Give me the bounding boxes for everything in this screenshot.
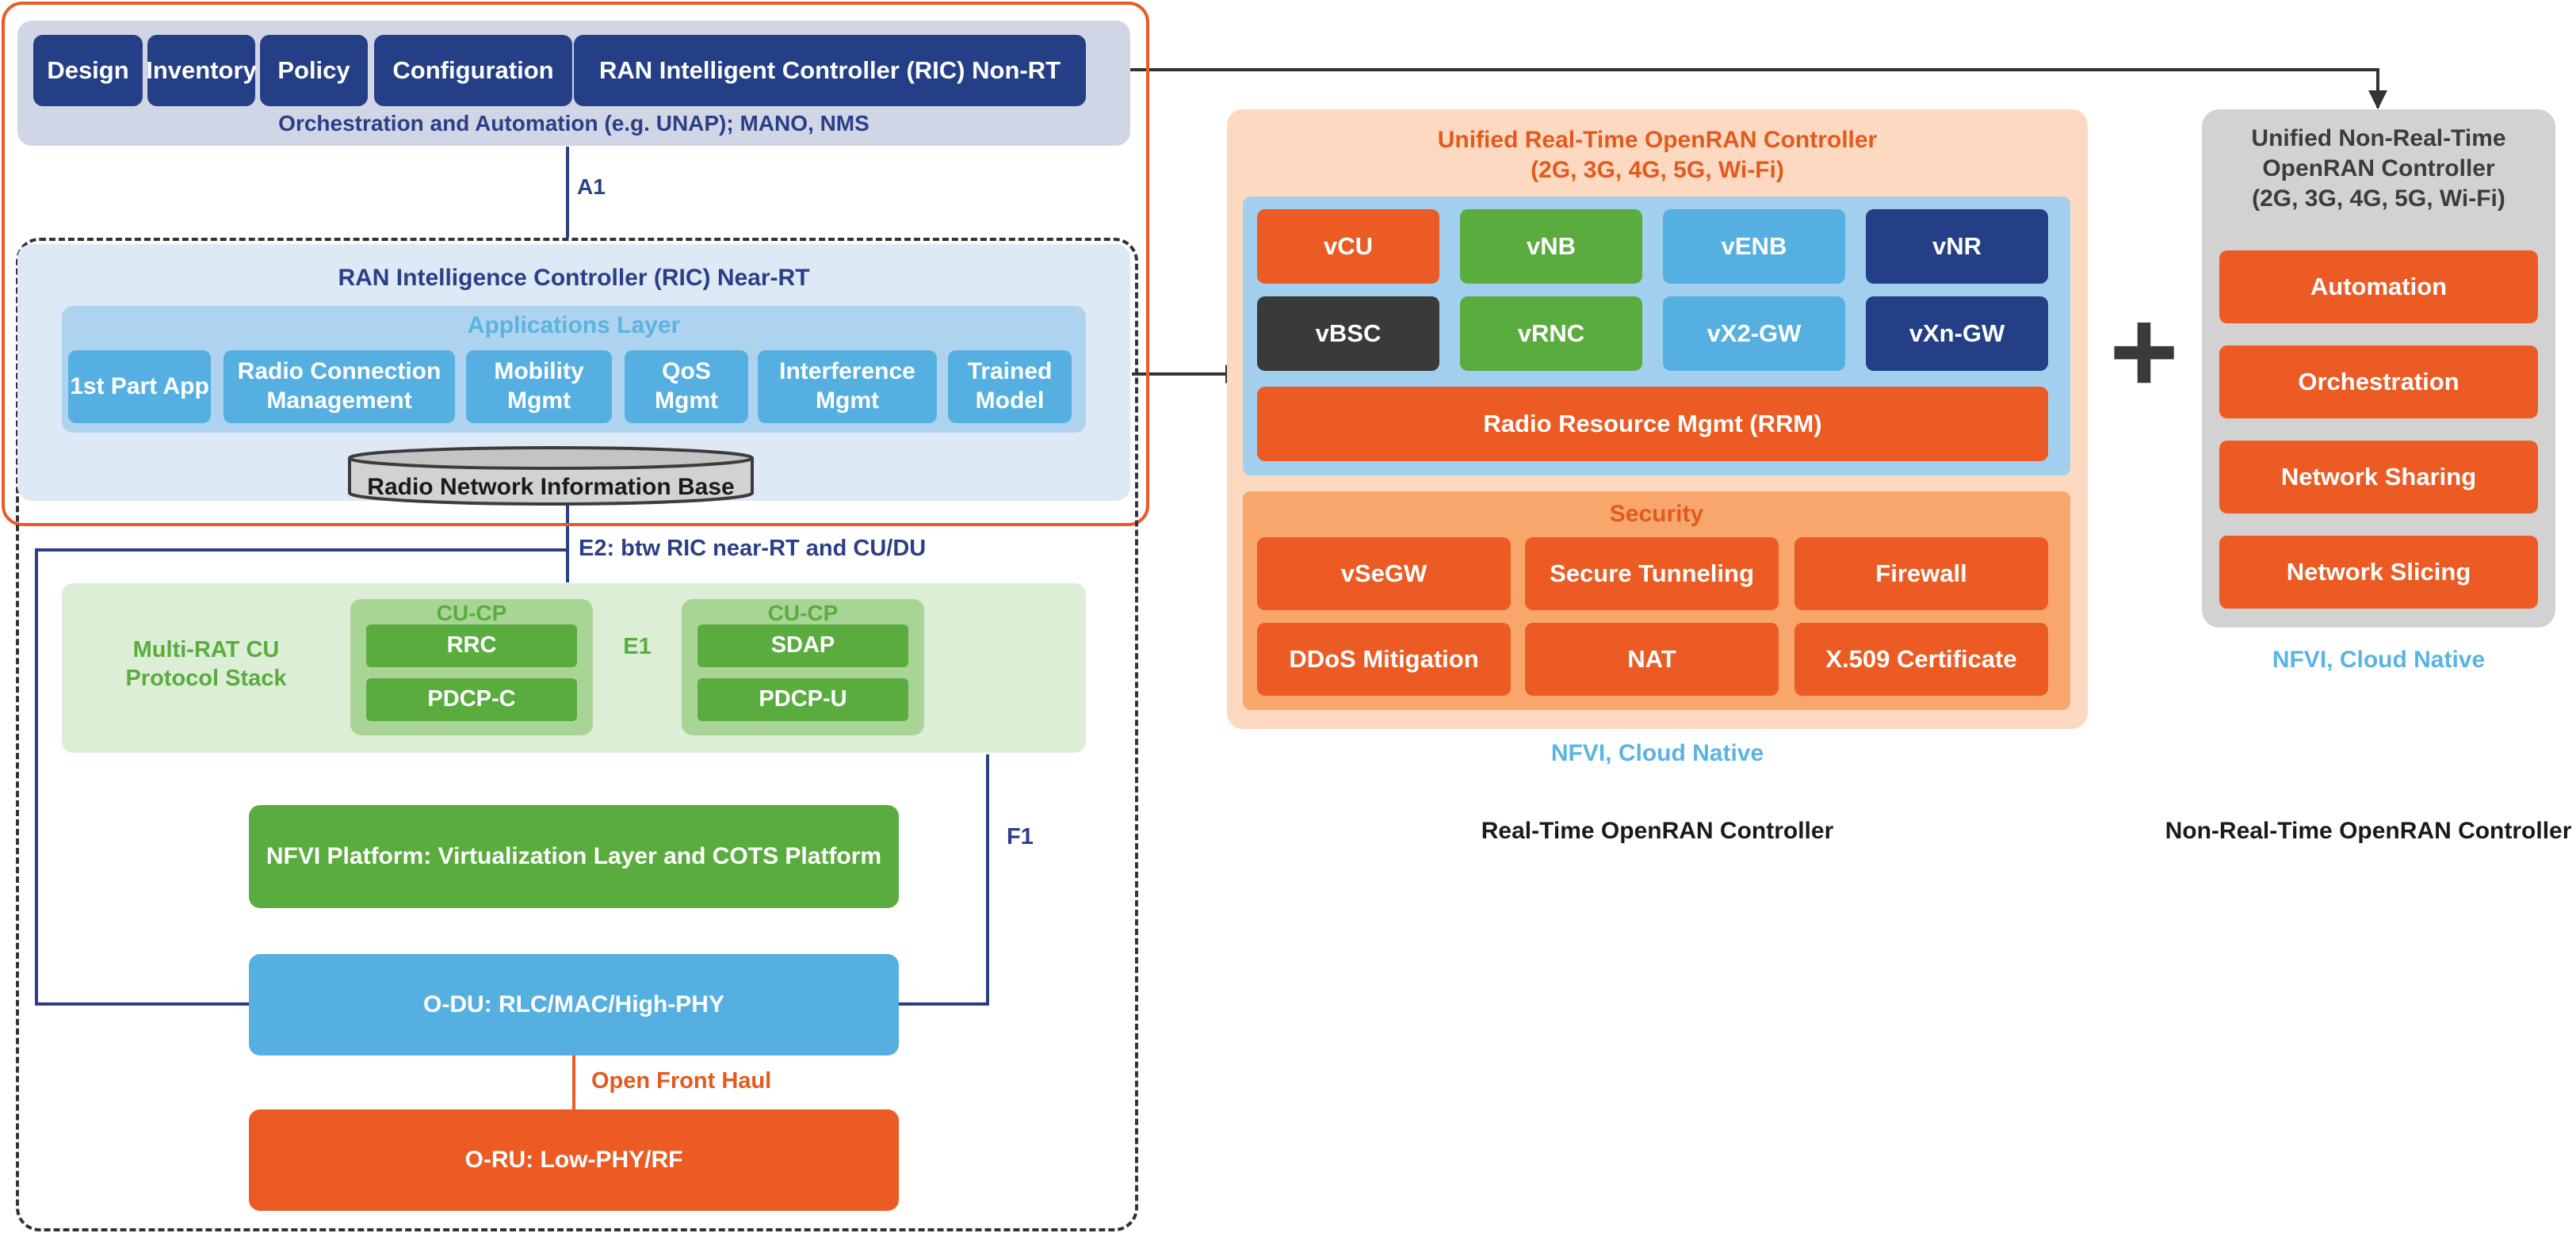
app-trained-model[interactable]: Trained Model [948,350,1072,423]
plus-symbol: + [2109,284,2179,418]
rrc-box[interactable]: RRC [366,624,577,667]
f1-label: F1 [1007,824,1034,849]
o-du-box[interactable]: O-DU: RLC/MAC/High-PHY [249,954,899,1055]
sdap-box[interactable]: SDAP [698,624,908,667]
nat-box[interactable]: NAT [1525,623,1779,696]
f1-line [899,754,989,1006]
fronthaul-label: Open Front Haul [591,1068,772,1094]
pdcp-u-box[interactable]: PDCP-U [698,678,908,721]
e2-du-line [35,548,568,1006]
app-first-party[interactable]: 1st Part App [68,350,211,423]
tab-ric-non-rt[interactable]: RAN Intelligent Controller (RIC) Non-RT [574,35,1086,106]
rnib-label: Radio Network Information Base [367,474,735,500]
orchestration-region-border [2,2,1149,526]
nrt-nfvi-note: NFVI, Cloud Native [2272,647,2486,673]
e2-label: E2: btw RIC near-RT and CU/DU [579,536,927,561]
nrt-controller-title: Unified Non-Real-Time OpenRAN Controller [2251,125,2506,181]
vx2-gw-box[interactable]: vX2-GW [1663,296,1845,371]
tab-inventory[interactable]: Inventory [146,35,257,106]
security-title: Security [1609,501,1704,527]
nrt-controller-caption: Non-Real-Time OpenRAN Controller [2165,818,2572,844]
app-radio-connection-management[interactable]: Radio Connection Management [224,350,455,423]
rt-controller-caption: Real-Time OpenRAN Controller [1481,818,1834,844]
applications-layer-title: Applications Layer [467,312,681,338]
ran-region-border [16,238,1138,1231]
tab-design[interactable]: Design [33,35,143,106]
rrm-box[interactable]: Radio Resource Mgmt (RRM) [1257,387,2048,461]
near-rt-ric-title: RAN Intelligence Controller (RIC) Near-R… [338,265,810,291]
vcu-box[interactable]: vCU [1257,209,1439,284]
tab-configuration[interactable]: Configuration [374,35,572,106]
vsegw-box[interactable]: vSeGW [1257,537,1511,610]
secure-tunneling-box[interactable]: Secure Tunneling [1525,537,1779,610]
nfvi-platform-box[interactable]: NFVI Platform: Virtualization Layer and … [249,805,899,908]
rnib-cylinder-icon [348,446,754,506]
x509-certificate-box[interactable]: X.509 Certificate [1794,623,2048,696]
vbsc-box[interactable]: vBSC [1257,296,1439,371]
app-interference-mgmt[interactable]: Interference Mgmt [758,350,937,423]
network-slicing-box[interactable]: Network Slicing [2219,536,2538,609]
nrt-controller-subtitle: (2G, 3G, 4G, 5G, Wi-Fi) [2252,185,2505,212]
cu-cp-right-label: CU-CP [767,601,839,625]
orchestration-caption: Orchestration and Automation (e.g. UNAP)… [278,111,869,136]
automation-box[interactable]: Automation [2219,250,2538,323]
ddos-mitigation-box[interactable]: DDoS Mitigation [1257,623,1511,696]
orchestration-box[interactable]: Orchestration [2219,345,2538,418]
tab-policy[interactable]: Policy [260,35,368,106]
pdcp-c-box[interactable]: PDCP-C [366,678,577,721]
vxn-gw-box[interactable]: vXn-GW [1866,296,2048,371]
cu-cp-left-label: CU-CP [436,601,507,625]
o-ru-box[interactable]: O-RU: Low-PHY/RF [249,1109,899,1211]
rt-controller-title: Unified Real-Time OpenRAN Controller [1437,127,1878,153]
app-qos-mgmt[interactable]: QoS Mgmt [625,350,748,423]
vnb-box[interactable]: vNB [1460,209,1642,284]
app-mobility-mgmt[interactable]: Mobility Mgmt [466,350,612,423]
vnr-box[interactable]: vNR [1866,209,2048,284]
rt-nfvi-note: NFVI, Cloud Native [1550,740,1764,766]
vrnc-box[interactable]: vRNC [1460,296,1642,371]
e1-label: E1 [623,634,652,659]
rt-controller-subtitle: (2G, 3G, 4G, 5G, Wi-Fi) [1531,157,1784,183]
nonrt-link-arrow [1086,68,2387,109]
firewall-box[interactable]: Firewall [1794,537,2048,610]
venb-box[interactable]: vENB [1663,209,1845,284]
cu-protocol-stack-label: Multi-RAT CU Protocol Stack [125,637,287,692]
network-sharing-box[interactable]: Network Sharing [2219,441,2538,513]
a1-label: A1 [577,174,606,199]
